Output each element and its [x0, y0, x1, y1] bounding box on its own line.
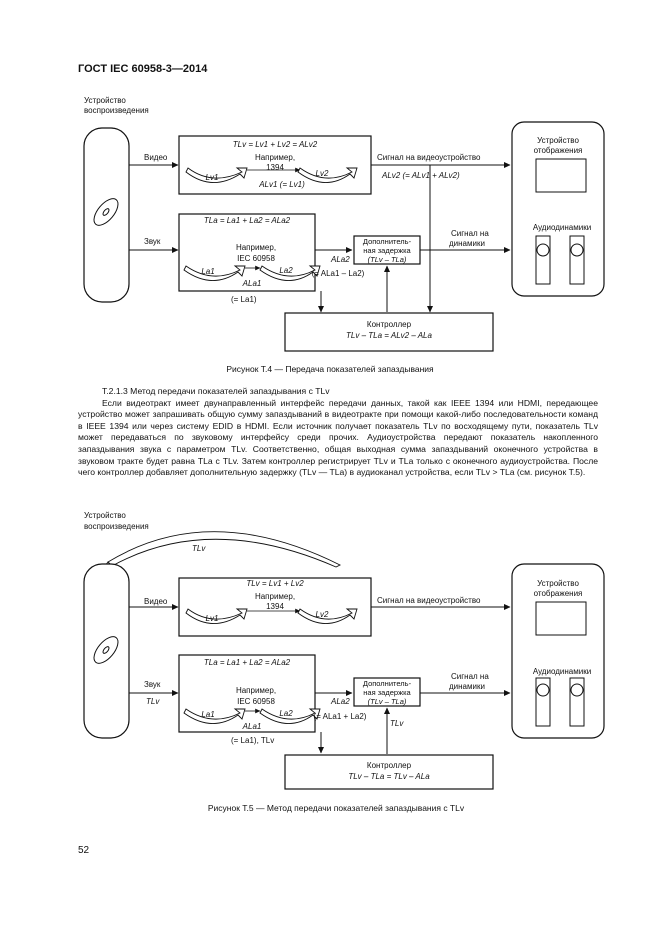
video-example-line2: 1394: [266, 163, 284, 172]
video-path-box-t5: [178, 577, 372, 637]
video-example-line1: Например,: [255, 153, 295, 162]
ala2-formula: (= ALa1 – La2): [312, 269, 365, 278]
ala1-label: ALa1: [242, 279, 262, 288]
sound-label: Звук: [144, 237, 161, 246]
display-line1-t5: Устройство: [537, 579, 579, 588]
video-label: Видео: [144, 153, 168, 162]
controller-line2: TLv – TLa = ALv2 – ALa: [346, 331, 432, 340]
audio-example-line1: Например,: [236, 243, 276, 252]
controller-line2-t5: TLv – TLa = TLv – ALa: [348, 772, 430, 781]
lv1-label-t5: Lv1: [206, 614, 219, 623]
la1-label: La1: [201, 267, 214, 276]
video-example-line2-t5: 1394: [266, 602, 284, 611]
playback-device-4: [83, 127, 130, 303]
lv1-arrow-icon: [185, 167, 248, 183]
speaker-left-icon: [535, 235, 551, 285]
ala2-formula-t5: (= ALa1 + La2): [314, 712, 367, 721]
ala1-eq-label: (= La1): [231, 295, 257, 304]
video-path-box: [178, 135, 372, 195]
audio-box-formula-t5: TLa = La1 + La2 = ALa2: [204, 658, 291, 667]
lv2-label-t5: Lv2: [316, 610, 329, 619]
delay-line2: ная задержка: [363, 246, 411, 255]
ala1-eq-label-t5: (= La1), TLv: [231, 736, 274, 745]
speakers-label: Аудиодинамики: [533, 223, 591, 232]
document-header: ГОСТ IEC 60958-3—2014: [78, 63, 208, 75]
figure-t4-caption: Рисунок Т.4 — Передача показателей запаз…: [226, 364, 434, 374]
video-box-formula: TLv = Lv1 + Lv2 = ALv2: [233, 140, 318, 149]
alv2-formula: ALv2 (= ALv1 + ALv2): [381, 171, 460, 180]
la2-arrow-icon-t5: [259, 708, 321, 724]
figure-t5-diagram: Устройство воспроизведения TLv Видео TLv…: [83, 511, 605, 813]
source-label-line2: воспроизведения: [84, 106, 149, 115]
sound-tlv-label-t5: TLv: [146, 697, 160, 706]
audio-signal-line2-t5: динамики: [449, 682, 485, 691]
delay-line2-t5: ная задержка: [363, 688, 411, 697]
la2-arrow-icon: [259, 265, 321, 281]
display-line1: Устройство: [537, 136, 579, 145]
video-box-formula-t5: TLv = Lv1 + Lv2: [246, 579, 304, 588]
audio-example-line2-t5: IEC 60958: [237, 697, 275, 706]
la1-label-t5: La1: [201, 710, 214, 719]
page-number: 52: [78, 845, 90, 856]
la2-label-t5: La2: [279, 709, 293, 718]
speakers-label-t5: Аудиодинамики: [533, 667, 591, 676]
lv2-label: Lv2: [316, 169, 329, 178]
la1-arrow-icon: [183, 265, 246, 281]
audio-signal-line1: Сигнал на: [451, 229, 489, 238]
tlv-up-label-t5: TLv: [390, 719, 404, 728]
source-label-line2-t5: воспроизведения: [84, 522, 149, 531]
speaker-right-icon: [569, 235, 585, 285]
controller-line1: Контроллер: [367, 320, 412, 329]
lv1-label: Lv1: [206, 173, 219, 182]
delay-line1: Дополнитель-: [363, 237, 412, 246]
la2-label: La2: [279, 266, 293, 275]
lv2-arrow-icon-t5: [297, 608, 358, 624]
ala2-label-t5: ALa2: [330, 697, 350, 706]
section-title: Т.2.1.3 Метод передачи показателей запаз…: [102, 386, 330, 396]
lv2-arrow-icon: [297, 167, 358, 183]
display-line2: отображения: [534, 146, 583, 155]
tlv-arrow-label: TLv: [192, 544, 206, 553]
video-signal-label: Сигнал на видеоустройство: [377, 153, 481, 162]
alv1-label: ALv1 (= Lv1): [258, 180, 305, 189]
audio-box-formula: TLa = La1 + La2 = ALa2: [204, 216, 291, 225]
la1-arrow-icon-t5: [183, 708, 246, 724]
delay-line3: (TLv – TLa): [368, 255, 407, 264]
controller-box: [284, 312, 494, 352]
display-line2-t5: отображения: [534, 589, 583, 598]
ala2-label: ALa2: [330, 255, 350, 264]
source-label-line1: Устройство: [84, 96, 126, 105]
lv1-arrow-icon-t5: [185, 608, 248, 624]
body-text: Т.2.1.3 Метод передачи показателей запаз…: [78, 386, 598, 479]
audio-example-line1-t5: Например,: [236, 686, 276, 695]
controller-box-t5: [284, 754, 494, 790]
display-screen-icon: [535, 158, 587, 193]
audio-signal-line1-t5: Сигнал на: [451, 672, 489, 681]
display-screen-icon-t5: [535, 601, 587, 636]
disc-icon-t5: [93, 636, 119, 664]
speaker-right-icon-t5: [569, 677, 585, 727]
controller-line1-t5: Контроллер: [367, 761, 412, 770]
video-signal-label-t5: Сигнал на видеоустройство: [377, 596, 481, 605]
video-example-line1-t5: Например,: [255, 592, 295, 601]
tlv-feedback-arrow-icon: [107, 531, 342, 568]
audio-signal-line2: динамики: [449, 239, 485, 248]
audio-example-line2: IEC 60958: [237, 254, 275, 263]
additional-delay-box: [353, 235, 421, 265]
additional-delay-box-t5: [353, 677, 421, 707]
delay-line1-t5: Дополнитель-: [363, 679, 412, 688]
delay-line3-t5: (TLv – TLa): [368, 697, 407, 706]
disc-icon: [93, 198, 119, 226]
section-paragraph: Если видеотракт имеет двунаправленный ин…: [78, 397, 598, 478]
video-label-t5: Видео: [144, 597, 168, 606]
figure-t5-caption: Рисунок Т.5 — Метод передачи показателей…: [208, 803, 465, 813]
playback-device-5: [83, 563, 130, 739]
sound-label-t5: Звук: [144, 680, 161, 689]
ala1-label-t5: ALa1: [242, 722, 262, 731]
speaker-left-icon-t5: [535, 677, 551, 727]
source-label-line1-t5: Устройство: [84, 511, 126, 520]
